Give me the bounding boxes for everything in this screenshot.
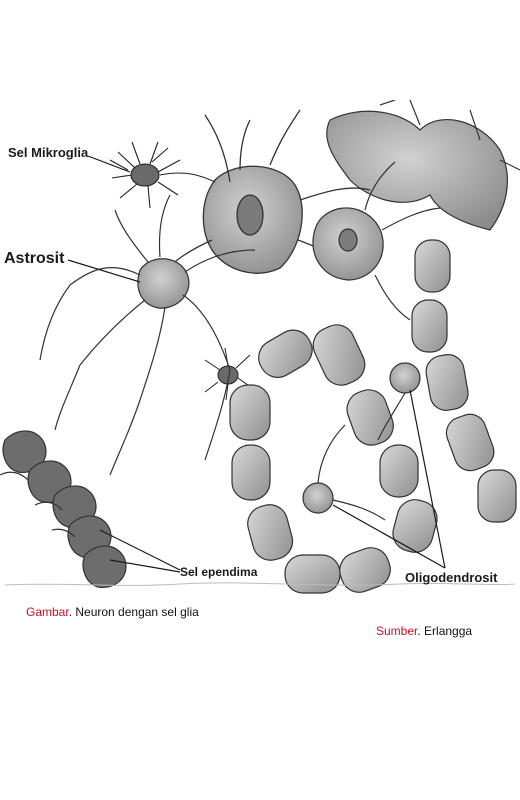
source-caption: Sumber. Erlangga (376, 624, 473, 638)
label-astrocyte: Astrosit (4, 250, 65, 267)
label-ependymal: Sel ependima (180, 565, 258, 579)
background-neurons (326, 99, 520, 231)
figure-caption-text: Neuron dengan sel glia (75, 605, 199, 619)
leader-lines (67, 155, 446, 573)
illustration-svg (0, 99, 520, 594)
label-microglia: Sel Mikroglia (8, 145, 89, 160)
myelin-sheath-right (411, 239, 517, 523)
scan-noise (4, 582, 516, 586)
microglia-cell-small (204, 347, 253, 401)
oligodendrocyte-bodies (302, 362, 421, 521)
microglia-cell (109, 141, 216, 209)
neuron-cell (159, 109, 371, 276)
source-caption-key: Sumber (376, 624, 418, 638)
astrocyte-cell (39, 194, 256, 476)
myelin-sheath-left (229, 329, 341, 594)
figure-caption: Gambar. Neuron dengan sel glia (26, 605, 199, 619)
label-oligodendrocyte: Oligodendrosit (405, 570, 498, 585)
neuron-glia-illustration: Sel Mikroglia Astrosit Sel ependima Olig… (0, 99, 520, 605)
ependymal-layer (0, 430, 127, 588)
figure-caption-key: Gambar (26, 605, 69, 619)
myelin-sheath-center (312, 324, 438, 593)
source-caption-text: Erlangga (424, 624, 473, 638)
neuron-cell-right (312, 161, 441, 321)
